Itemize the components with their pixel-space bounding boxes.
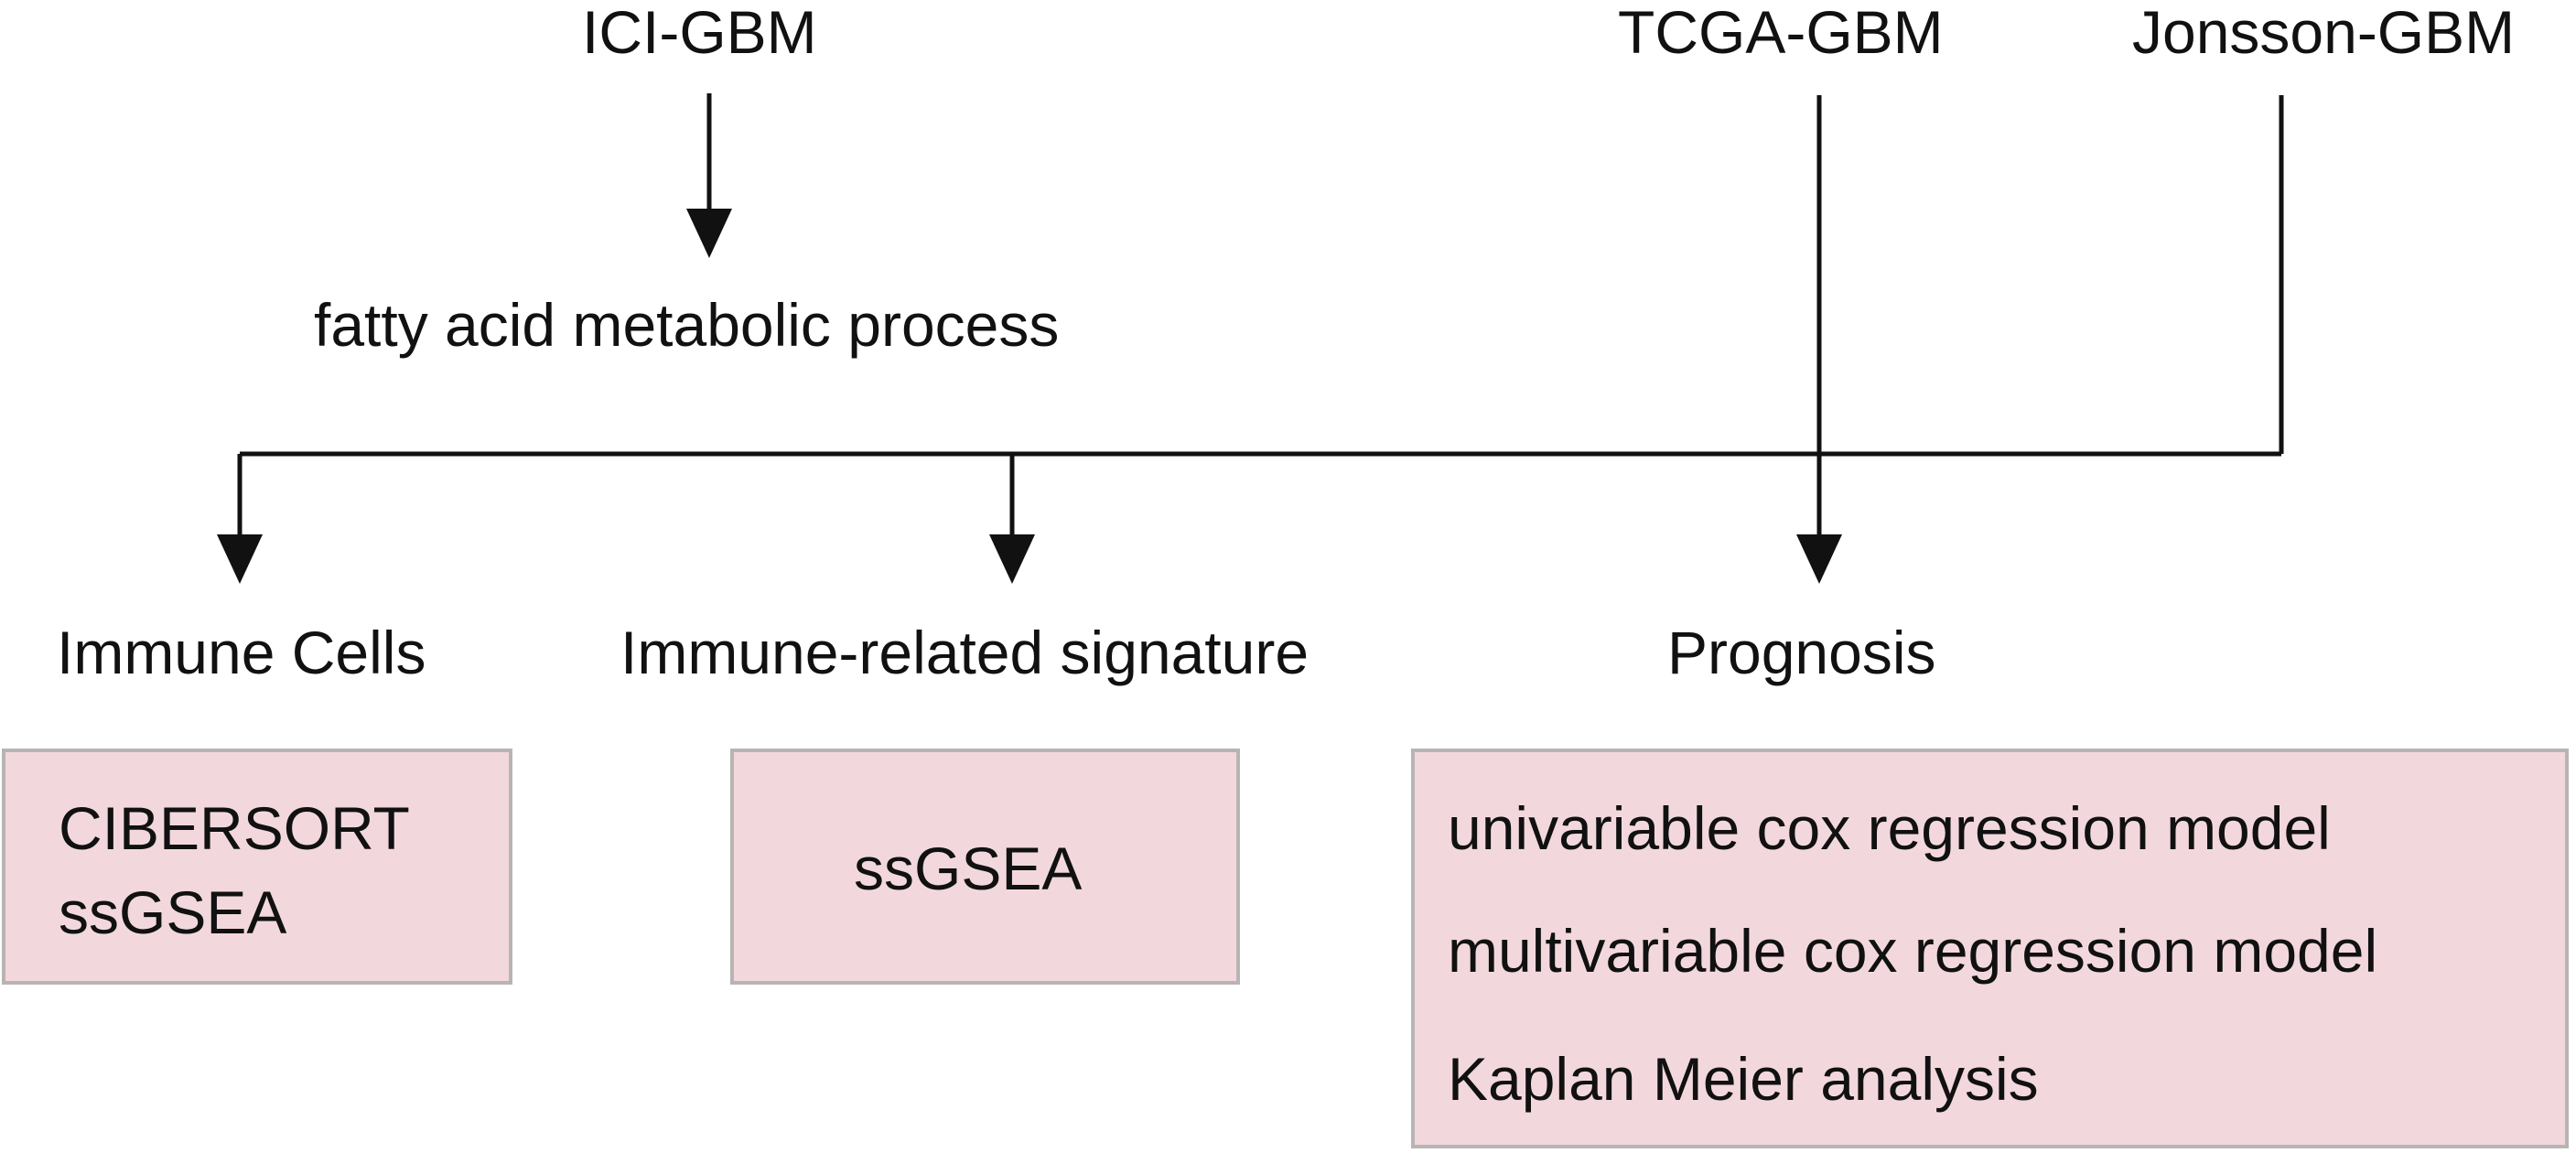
arrowhead-prognosis xyxy=(1796,534,1842,584)
arrowhead-process xyxy=(686,209,732,258)
source-jonsson-gbm: Jonsson-GBM xyxy=(2132,0,2516,66)
method-ssgsea-signature: ssGSEA xyxy=(854,835,1083,902)
process-label: fatty acid metabolic process xyxy=(314,291,1060,359)
outcome-immune-cells: Immune Cells xyxy=(57,619,426,686)
immune-signature-methods-box: ssGSEA xyxy=(730,749,1240,985)
method-multivariable-cox: multivariable cox regression model xyxy=(1448,917,2378,985)
outcome-immune-signature: Immune-related signature xyxy=(620,619,1310,686)
source-tcga-gbm: TCGA-GBM xyxy=(1618,0,1944,66)
method-univariable-cox: univariable cox regression model xyxy=(1448,794,2331,862)
arrowhead-immune-signature xyxy=(989,534,1035,584)
arrowhead-immune-cells xyxy=(217,534,263,584)
prognosis-methods-box: univariable cox regression model multiva… xyxy=(1411,749,2569,1148)
outcome-prognosis: Prognosis xyxy=(1667,619,1936,686)
method-ssgsea-immune-cells: ssGSEA xyxy=(59,878,287,946)
method-kaplan-meier: Kaplan Meier analysis xyxy=(1448,1045,2039,1113)
immune-cells-methods-box: CIBERSORT ssGSEA xyxy=(2,749,512,985)
source-ici-gbm: ICI-GBM xyxy=(582,0,817,66)
method-cibersort: CIBERSORT xyxy=(59,794,410,862)
